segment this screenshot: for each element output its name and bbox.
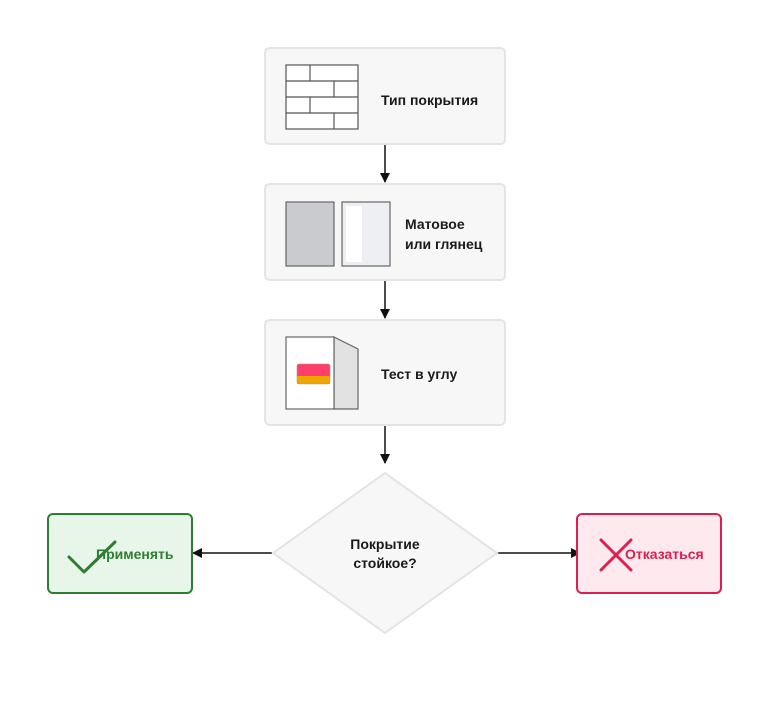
checkmark-icon (67, 540, 117, 574)
step-label: Тест в углу (381, 366, 458, 382)
step-coating-type: Тип покрытия (264, 47, 506, 145)
outcome-reject: Отказаться (576, 513, 722, 594)
step-corner-test: Тест в углу (264, 319, 506, 426)
decision-label: Покрытие стойкое? (350, 536, 420, 571)
outcome-label: Отказаться (625, 546, 704, 562)
decision-diamond (271, 471, 499, 635)
corner-test-sample-icon (285, 336, 359, 410)
step-label: Тип покрытия (381, 92, 479, 108)
matte-glossy-panels-icon (285, 201, 391, 267)
step-label: Матовое или глянец (405, 216, 483, 252)
outcome-label: Применять (96, 546, 174, 562)
step-matte-or-gloss: Матовое или глянец (264, 183, 506, 281)
cross-icon (599, 538, 633, 572)
outcome-apply: Применять (47, 513, 193, 594)
brick-wall-icon (285, 64, 359, 130)
